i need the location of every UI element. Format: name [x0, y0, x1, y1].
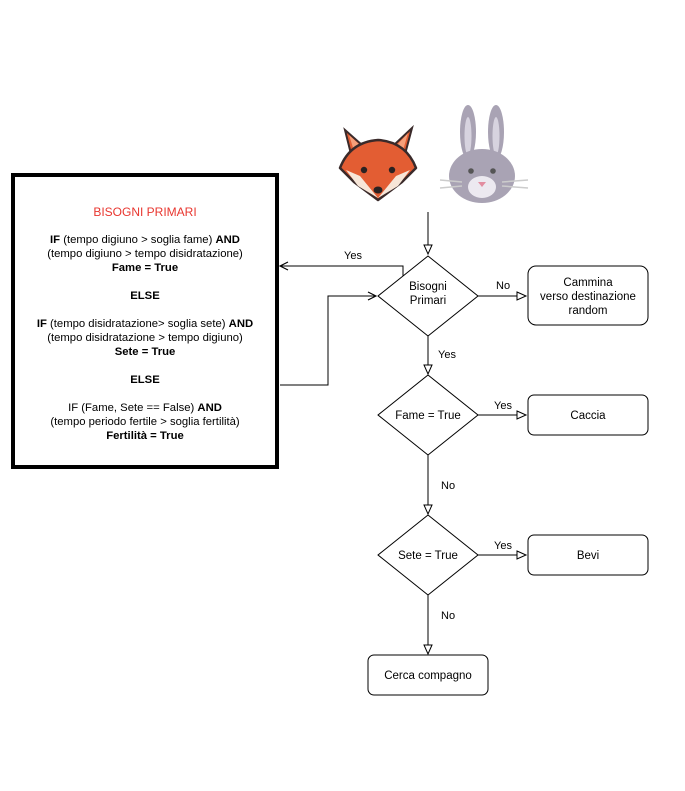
process-bevi — [527, 534, 649, 576]
decision-fame — [377, 374, 479, 456]
if-keyword: IF — [50, 234, 61, 246]
and-keyword: AND — [197, 402, 222, 414]
process-caccia-label: Caccia — [570, 410, 606, 422]
process-bevi-label: Bevi — [577, 550, 599, 562]
decision-sete — [377, 514, 479, 596]
connectors — [280, 212, 528, 656]
process-cerca-compagno — [367, 654, 489, 696]
rabbit-icon — [439, 105, 529, 203]
edge-label-sete-yes: Yes — [494, 540, 512, 552]
rule2-result: Sete = True — [15, 345, 275, 359]
process-cerca-label: Cerca compagno — [384, 670, 472, 682]
rule3-if: IF (Fame, Sete == False) — [68, 402, 198, 414]
fox-icon — [338, 124, 418, 202]
else1: ELSE — [15, 289, 275, 303]
rule2-result-text: Sete = True — [114, 346, 176, 358]
decision-bisogni-label-2: Primari — [410, 295, 446, 307]
rule1-result-text: Fame = True — [111, 262, 179, 274]
else1-text: ELSE — [130, 290, 160, 302]
process-caccia — [527, 394, 649, 436]
if-keyword: IF — [36, 318, 47, 330]
else2: ELSE — [15, 373, 275, 387]
edge-label-bisogni-yes: Yes — [344, 250, 362, 262]
and-keyword: AND — [215, 234, 240, 246]
edge-label-bisogni-down-yes: Yes — [438, 349, 456, 361]
bisogni-primari-box: BISOGNI PRIMARI IF (tempo digiuno > sogl… — [11, 173, 279, 469]
edge-label-sete-no: No — [441, 610, 455, 622]
and-keyword: AND — [228, 318, 254, 330]
rule2-cond1: (tempo disidratazione> soglia sete) — [46, 318, 229, 330]
rule3-line1: IF (Fame, Sete == False) AND — [15, 401, 275, 415]
decision-bisogni-label-1: Bisogni — [409, 281, 447, 293]
process-cammina — [527, 265, 649, 326]
decision-fame-label: Fame = True — [395, 410, 461, 422]
rule1-line1: IF (tempo digiuno > soglia fame) AND — [15, 233, 275, 247]
rule1-result: Fame = True — [15, 261, 275, 275]
edge-label-bisogni-no: No — [496, 280, 510, 292]
rule3-result-text: Fertilità = True — [106, 430, 184, 442]
else2-text: ELSE — [130, 374, 160, 386]
process-cammina-line3: random — [569, 305, 608, 317]
box-title: BISOGNI PRIMARI — [93, 205, 197, 219]
decision-bisogni-primari — [377, 255, 479, 337]
process-cammina-line1: Cammina — [563, 277, 613, 289]
rule1-cond1: (tempo digiuno > soglia fame) — [60, 234, 216, 246]
rule3-cond2: (tempo periodo fertile > soglia fertilit… — [50, 416, 240, 428]
rule2-line1: IF (tempo disidratazione> soglia sete) A… — [15, 317, 275, 331]
edge-label-fame-no: No — [441, 480, 455, 492]
rule1-cond2: (tempo digiuno > tempo disidratazione) — [47, 248, 243, 260]
process-cammina-line2: verso destinazione — [540, 291, 636, 303]
rule2-cond2: (tempo disidratazione > tempo digiuno) — [47, 332, 243, 344]
rule3-result: Fertilità = True — [15, 429, 275, 443]
decision-sete-label: Sete = True — [398, 550, 458, 562]
edge-label-fame-yes: Yes — [494, 400, 512, 412]
